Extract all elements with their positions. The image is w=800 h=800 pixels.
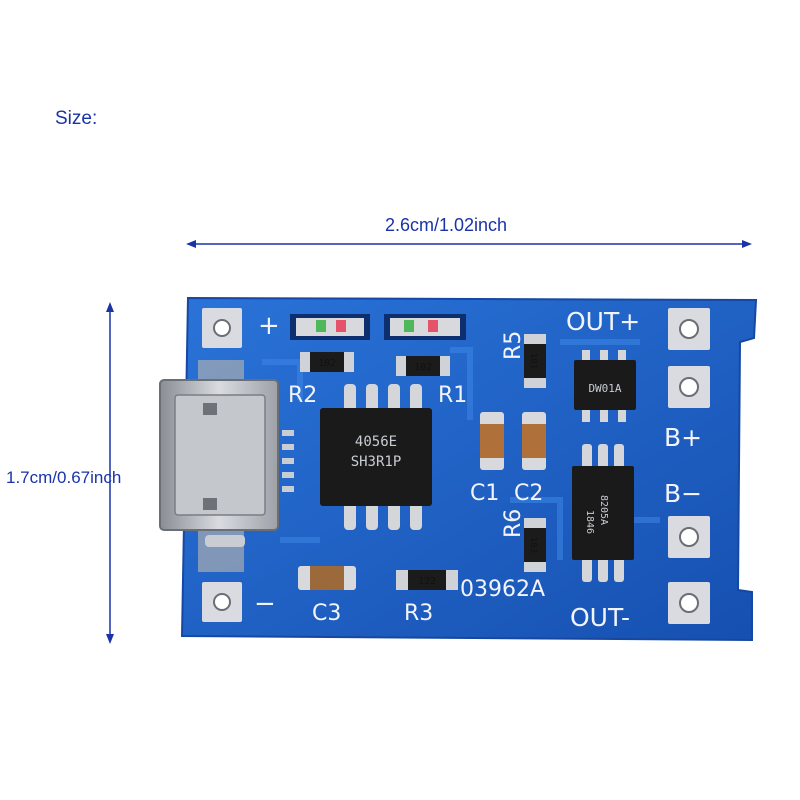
silk-r6: R6: [501, 509, 526, 538]
resistor-r5: 101: [524, 334, 546, 388]
capacitor-c3: [298, 566, 356, 590]
silk-board-id: 03962A: [460, 577, 545, 602]
resistor-r3: 122: [396, 570, 458, 590]
silk-r2: R2: [288, 383, 317, 408]
silk-r1: R1: [438, 383, 467, 408]
chip-mosfet-marking-1: 8205A: [598, 495, 609, 525]
capacitor-c2: [522, 412, 546, 470]
silk-b-minus: B−: [664, 479, 702, 508]
micro-usb-connector: [159, 360, 294, 572]
solder-pads: [202, 308, 710, 624]
width-dimension-arrow: [186, 240, 752, 248]
silk-minus: −: [254, 589, 276, 619]
resistor-r2-code: 102: [318, 358, 336, 369]
size-label: Size:: [55, 108, 98, 129]
chip-main-marking-2: SH3R1P: [351, 454, 402, 470]
silk-plus: +: [258, 311, 280, 341]
chip-mosfet-marking-2: 1846: [584, 510, 595, 534]
led-blue: [384, 314, 466, 340]
chip-mosfet-8205a: 8205A 1846: [572, 444, 634, 582]
resistor-r6: 103: [524, 518, 546, 572]
resistor-r3-code: 122: [418, 576, 436, 587]
capacitor-c1: [480, 412, 504, 470]
silk-out-plus: OUT+: [566, 307, 640, 336]
height-dimension-label: 1.7cm/0.67inch: [6, 468, 122, 487]
silk-c2: C2: [514, 481, 543, 506]
resistor-r2: 102: [300, 352, 354, 372]
resistor-r6-code: 103: [528, 537, 538, 553]
silk-r3: R3: [404, 601, 433, 626]
silk-b-plus: B+: [664, 423, 702, 452]
resistor-r1: 102: [396, 356, 450, 376]
silk-c1: C1: [470, 481, 499, 506]
silk-out-minus: OUT-: [570, 603, 630, 632]
resistor-r1-code: 102: [414, 362, 432, 373]
silk-r5: R5: [501, 331, 526, 360]
silk-c3: C3: [312, 601, 341, 626]
chip-protection-dw01a: DW01A: [574, 350, 636, 422]
chip-small-marking: DW01A: [588, 382, 621, 395]
height-dimension-arrow: [106, 302, 114, 644]
resistor-r5-code: 101: [528, 353, 538, 369]
chip-main-marking-1: 4056E: [355, 434, 397, 450]
chip-charger-4056e: 4056E SH3R1P: [320, 384, 432, 530]
width-dimension-label: 2.6cm/1.02inch: [385, 215, 508, 235]
led-red: [290, 314, 370, 340]
